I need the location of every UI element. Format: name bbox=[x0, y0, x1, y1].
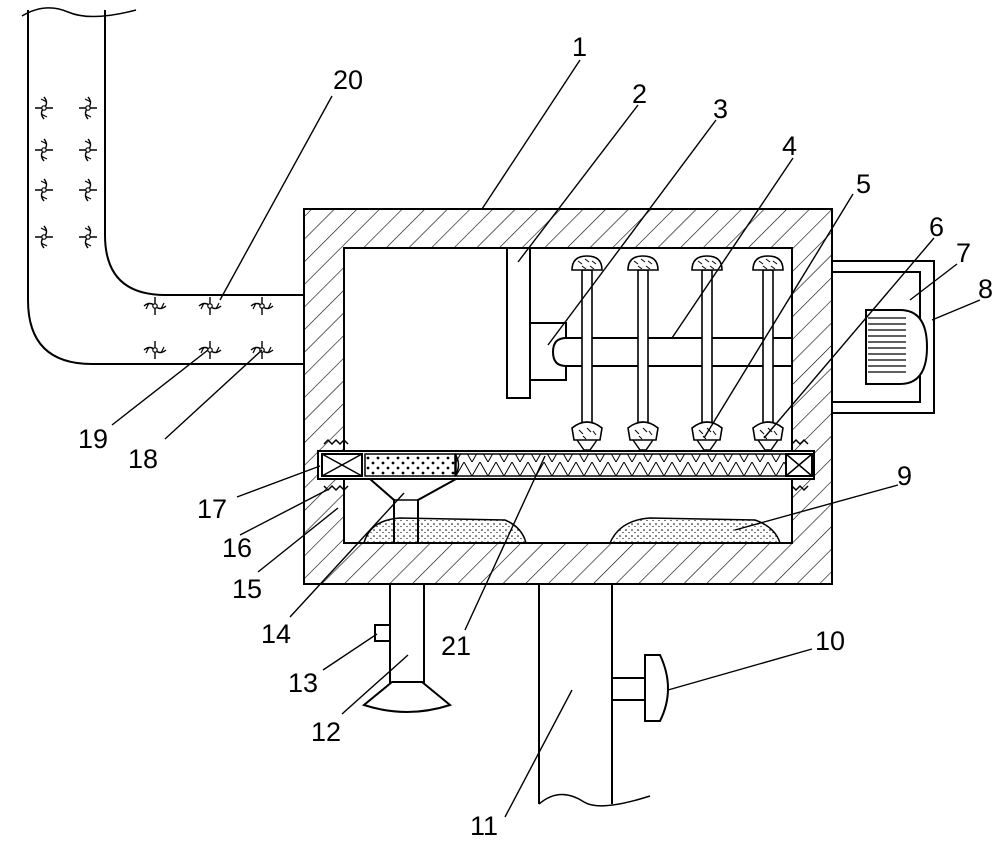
fan bbox=[79, 178, 97, 202]
fan bbox=[198, 341, 222, 359]
spray-rods bbox=[571, 255, 784, 451]
horizontal-fans bbox=[143, 297, 274, 359]
fan bbox=[79, 225, 97, 249]
label-20: 20 bbox=[333, 65, 363, 95]
fan bbox=[198, 297, 222, 315]
label-14: 14 bbox=[261, 619, 291, 649]
label-16: 16 bbox=[222, 533, 252, 563]
springs bbox=[323, 438, 809, 492]
spray-rod bbox=[627, 255, 659, 451]
vertical-plate bbox=[506, 247, 531, 399]
label-3: 3 bbox=[713, 94, 728, 124]
numerals: 1 2 3 4 5 6 7 8 9 10 11 12 13 14 15 16 1… bbox=[78, 32, 993, 841]
label-13: 13 bbox=[288, 668, 318, 698]
vertical-fans bbox=[35, 96, 97, 249]
drain-pipe bbox=[361, 583, 453, 713]
fan bbox=[250, 297, 274, 315]
horizontal-shaft bbox=[551, 337, 793, 367]
fan bbox=[143, 341, 167, 359]
fan bbox=[35, 178, 53, 202]
leader-lines bbox=[111, 59, 981, 818]
fan bbox=[35, 96, 53, 120]
filter-plate bbox=[317, 450, 815, 480]
label-17: 17 bbox=[197, 494, 227, 524]
fan bbox=[79, 138, 97, 162]
fan bbox=[79, 96, 97, 120]
motor bbox=[831, 260, 935, 414]
label-8: 8 bbox=[978, 274, 993, 304]
label-11: 11 bbox=[470, 811, 498, 841]
label-18: 18 bbox=[128, 444, 158, 474]
label-9: 9 bbox=[897, 461, 912, 491]
label-15: 15 bbox=[232, 574, 262, 604]
label-1: 1 bbox=[572, 32, 587, 62]
label-19: 19 bbox=[78, 424, 108, 454]
label-10: 10 bbox=[815, 626, 845, 656]
intake-duct bbox=[21, 7, 304, 365]
label-5: 5 bbox=[856, 169, 871, 199]
label-6: 6 bbox=[929, 212, 944, 242]
spray-rod bbox=[571, 255, 603, 451]
label-21: 21 bbox=[441, 631, 471, 661]
fan bbox=[143, 297, 167, 315]
sediment-left bbox=[363, 517, 527, 544]
fan bbox=[35, 138, 53, 162]
sediment-right bbox=[608, 517, 782, 544]
spray-rod bbox=[752, 255, 784, 451]
support-leg bbox=[538, 584, 669, 807]
label-7: 7 bbox=[956, 238, 971, 268]
label-12: 12 bbox=[311, 717, 341, 747]
fan bbox=[35, 225, 53, 249]
label-4: 4 bbox=[782, 131, 797, 161]
label-2: 2 bbox=[632, 79, 647, 109]
